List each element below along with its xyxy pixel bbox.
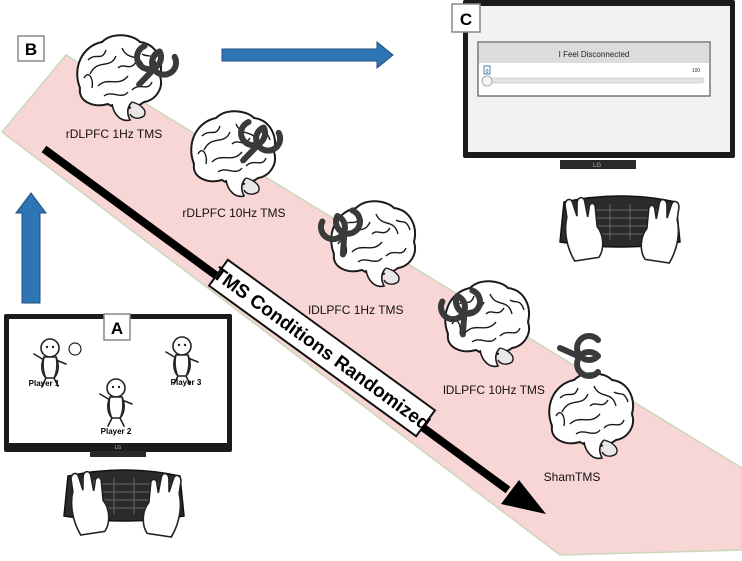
diagonal-label-frame xyxy=(207,258,437,438)
panel-a-label: A xyxy=(111,319,123,338)
player-3: Player 3 xyxy=(165,336,202,387)
diagonal-arrow-head xyxy=(501,480,546,514)
panel-c-label: C xyxy=(460,10,472,29)
panel-b-label: B xyxy=(25,40,37,59)
player-2: Player 2 xyxy=(99,378,133,436)
condition-rdlpfc-1hz: rDLPFC 1Hz TMS xyxy=(66,34,179,141)
condition-label: rDLPFC 1Hz TMS xyxy=(66,127,162,141)
rating-title: I Feel Disconnected xyxy=(559,50,630,59)
rating-dialog: I Feel Disconnected 0 100 xyxy=(477,41,711,97)
rating-slider-thumb[interactable] xyxy=(481,75,493,87)
keyboard-c xyxy=(553,191,691,269)
rating-max-label: 100 xyxy=(692,68,701,74)
condition-label: ShamTMS xyxy=(544,470,601,484)
panel-c: LG C I Feel Disconnected 0 100 xyxy=(451,0,735,169)
vertical-blue-arrow-icon xyxy=(15,192,47,304)
condition-rdlpfc-10hz: rDLPFC 10Hz TMS xyxy=(182,110,286,220)
panel-c-box xyxy=(451,3,481,33)
panel-a: LG A Player 1 Player 3 Player 2 xyxy=(4,313,232,457)
rating-slider-track[interactable] xyxy=(483,77,705,84)
player-1: Player 1 xyxy=(29,338,82,388)
rating-min-label: 0 xyxy=(486,69,489,75)
keyboard-a xyxy=(59,465,193,543)
game-monitor-stand xyxy=(90,451,146,457)
rating-monitor-brand: LG xyxy=(593,163,601,169)
game-monitor-brand: LG xyxy=(115,445,122,451)
condition-label: rDLPFC 10Hz TMS xyxy=(182,206,285,220)
player-label: Player 2 xyxy=(101,427,132,436)
panel-b-box xyxy=(17,35,45,62)
rating-monitor-stand xyxy=(560,160,636,169)
ball-icon xyxy=(68,342,82,356)
horizontal-blue-arrow-icon xyxy=(221,40,394,70)
rating-min-box xyxy=(483,65,491,75)
player-label: Player 1 xyxy=(29,379,60,388)
condition-label: lDLPFC 10Hz TMS xyxy=(443,383,545,397)
condition-label: lDLPFC 1Hz TMS xyxy=(308,303,403,317)
condition-ldlpfc-10hz: lDLPFC 10Hz TMS xyxy=(439,280,545,397)
rating-dialog-header xyxy=(479,43,709,63)
condition-sham: ShamTMS xyxy=(544,336,635,484)
condition-ldlpfc-1hz: lDLPFC 1Hz TMS xyxy=(308,200,417,317)
player-label: Player 3 xyxy=(171,378,202,387)
panel-a-box xyxy=(103,313,131,341)
